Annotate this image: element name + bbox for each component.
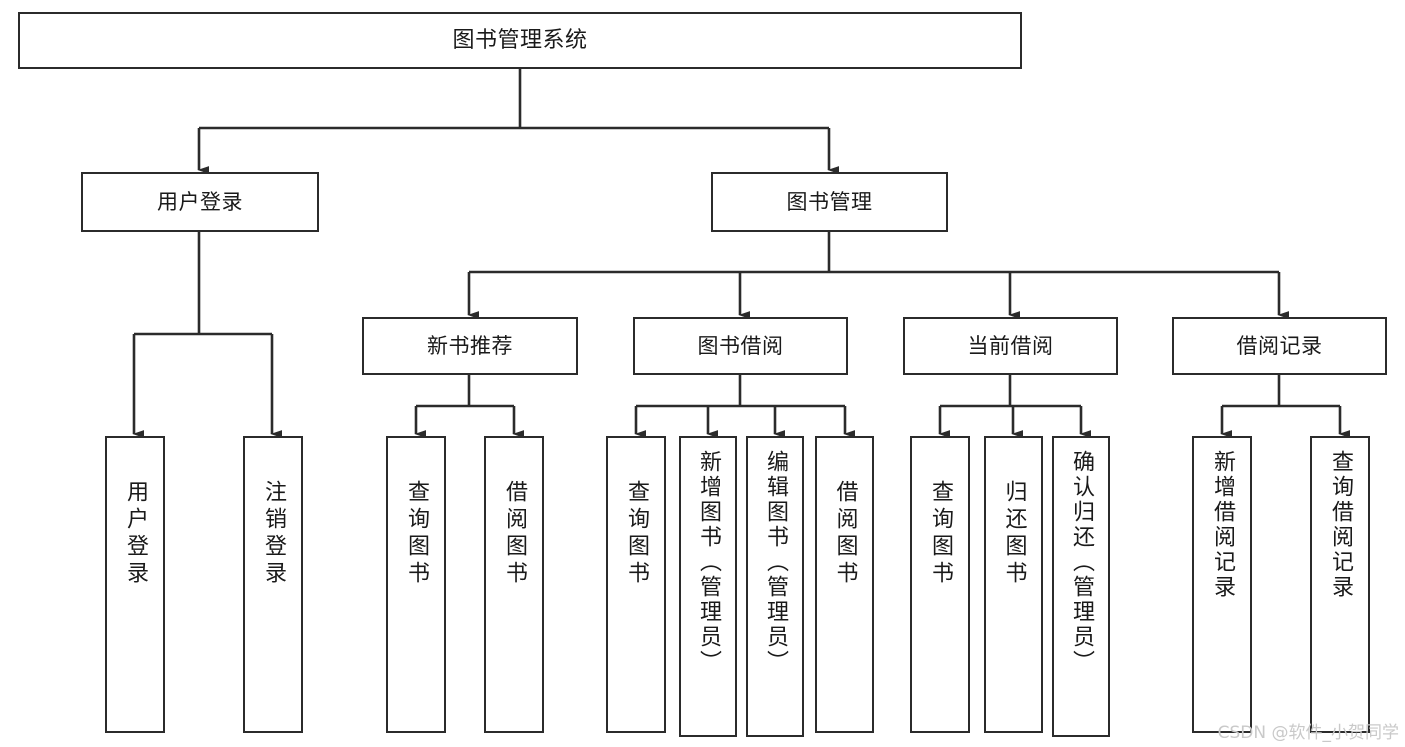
watermark-text: CSDN @软件_小贺同学 <box>1217 723 1399 743</box>
node-label: 图书借阅 <box>697 333 784 358</box>
node-label: 确认归还（管理员） <box>1069 450 1094 675</box>
node-label: 注销登录 <box>261 480 286 588</box>
node-label: 用户登录 <box>123 480 148 588</box>
node-leaf-confirm-return-admin[interactable]: 确认归还（管理员） <box>1052 436 1110 737</box>
node-label: 图书管理 <box>786 189 873 214</box>
connector-group-root <box>197 69 839 174</box>
node-label: 新书推荐 <box>427 333 513 358</box>
node-label: 图书管理系统 <box>452 27 588 53</box>
node-leaf-add-book-admin[interactable]: 新增图书（管理员） <box>679 436 737 737</box>
node-leaf-query-book-current[interactable]: 查询图书 <box>910 436 970 733</box>
connector-group-user-login <box>132 232 282 438</box>
node-label: 借阅图书 <box>502 480 527 588</box>
node-leaf-query-borrow-record[interactable]: 查询借阅记录 <box>1310 436 1370 733</box>
node-leaf-edit-book-admin[interactable]: 编辑图书（管理员） <box>746 436 804 737</box>
connector-group-current-borrow <box>938 375 1091 438</box>
connector-group-book-mgmt <box>467 232 1289 319</box>
node-label: 查询图书 <box>404 480 429 588</box>
node-book-management[interactable]: 图书管理 <box>711 172 948 232</box>
node-leaf-user-login[interactable]: 用户登录 <box>105 436 165 733</box>
connector-group-borrow-record <box>1220 375 1350 438</box>
node-label: 新增图书（管理员） <box>696 450 721 675</box>
node-leaf-borrow-book-borrowing[interactable]: 借阅图书 <box>815 436 874 733</box>
node-borrowing-records[interactable]: 借阅记录 <box>1172 317 1387 375</box>
node-label: 用户登录 <box>157 189 243 214</box>
node-leaf-query-book-recommendation[interactable]: 查询图书 <box>386 436 446 733</box>
node-label: 借阅记录 <box>1236 333 1323 358</box>
node-label: 新增借阅记录 <box>1210 450 1235 600</box>
node-book-borrowing[interactable]: 图书借阅 <box>633 317 848 375</box>
connector-group-new-book-rec <box>414 375 524 438</box>
node-leaf-query-book-borrowing[interactable]: 查询图书 <box>606 436 666 733</box>
node-current-borrowing[interactable]: 当前借阅 <box>903 317 1118 375</box>
node-label: 查询图书 <box>928 480 953 588</box>
node-label: 归还图书 <box>1001 480 1027 588</box>
node-leaf-borrow-book-recommendation[interactable]: 借阅图书 <box>484 436 544 733</box>
node-label: 查询借阅记录 <box>1328 450 1353 600</box>
connector-group-book-borrow <box>634 375 855 438</box>
node-label: 借阅图书 <box>832 480 858 588</box>
node-leaf-logout[interactable]: 注销登录 <box>243 436 303 733</box>
node-root-system[interactable]: 图书管理系统 <box>18 12 1022 69</box>
node-leaf-add-borrow-record[interactable]: 新增借阅记录 <box>1192 436 1252 733</box>
node-label: 当前借阅 <box>967 333 1054 358</box>
node-leaf-return-book[interactable]: 归还图书 <box>984 436 1043 733</box>
node-label: 查询图书 <box>624 480 649 588</box>
node-new-book-recommendation[interactable]: 新书推荐 <box>362 317 578 375</box>
node-label: 编辑图书（管理员） <box>763 450 788 675</box>
node-user-login[interactable]: 用户登录 <box>81 172 319 232</box>
